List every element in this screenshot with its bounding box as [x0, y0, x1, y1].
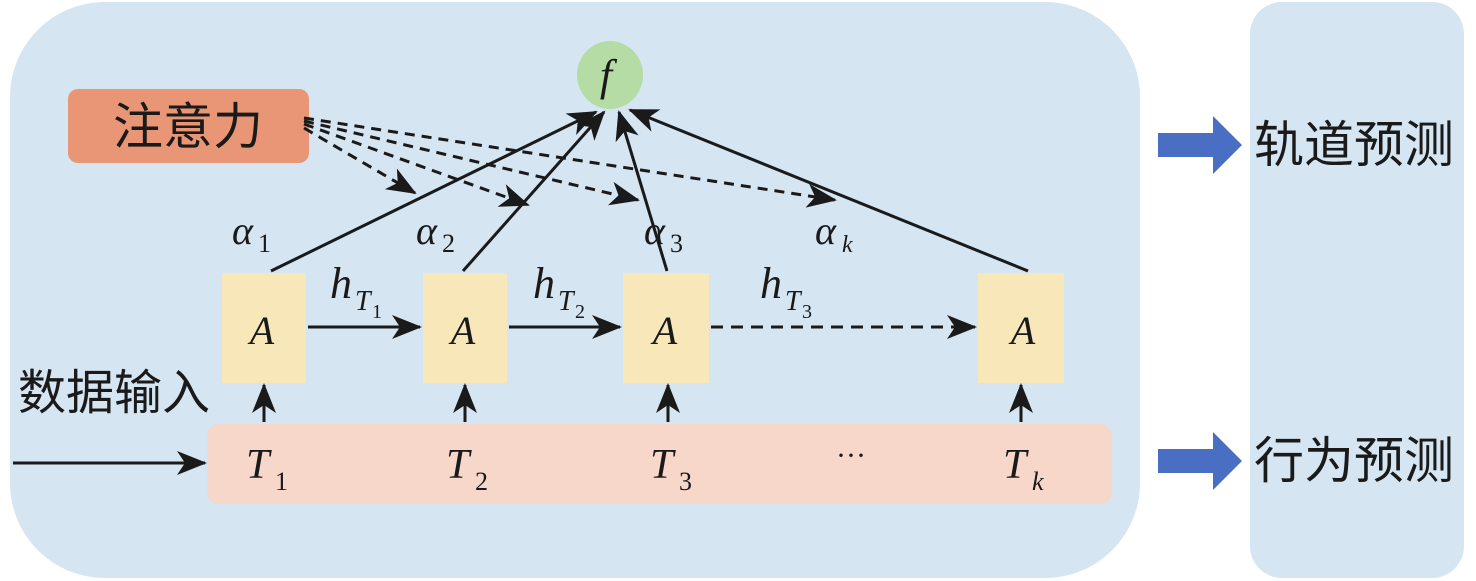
block-arrow-behavior — [1158, 432, 1242, 490]
output-behavior-label: 行为预测 — [1254, 432, 1454, 490]
input-index: 2 — [475, 467, 488, 496]
cell-to-f-arrow-2 — [461, 110, 606, 272]
block-arrow-trajectory — [1158, 116, 1242, 174]
weight-2: α 2 — [416, 208, 455, 258]
weight-letter: α — [644, 208, 666, 253]
h-sub-index: 3 — [802, 301, 812, 323]
output-trajectory-label: 轨道预测 — [1254, 116, 1454, 174]
input-k: T k — [1003, 442, 1044, 496]
cell-k: A — [978, 273, 1064, 383]
attention-arrow-2 — [303, 122, 530, 207]
h-sub-T: T — [785, 286, 803, 317]
weight-index: 3 — [670, 229, 683, 258]
weight-index: 2 — [442, 229, 455, 258]
cell-2-label: A — [448, 308, 476, 353]
h-sub-index: 2 — [575, 301, 585, 323]
hidden-state-2: h T 2 — [533, 259, 585, 323]
weight-index: k — [842, 232, 853, 258]
data-input-label: 数据输入 — [18, 365, 210, 421]
h-letter: h — [760, 259, 782, 308]
f-node: f — [577, 41, 643, 109]
h-sub-T: T — [558, 286, 576, 317]
output-panel — [1250, 2, 1464, 578]
attention-arrow-1 — [303, 126, 417, 195]
cell-1: A — [222, 273, 306, 383]
weight-3: α 3 — [644, 208, 683, 258]
weight-letter: α — [416, 208, 438, 253]
input-3: T 3 — [650, 442, 692, 496]
weight-k: α k — [815, 208, 853, 258]
input-index: 3 — [679, 467, 692, 496]
cell-3-label: A — [650, 308, 678, 353]
hidden-state-3: h T 3 — [760, 259, 812, 323]
cell-3: A — [623, 273, 709, 383]
input-2: T 2 — [446, 442, 488, 496]
h-letter: h — [533, 259, 555, 308]
attention-arrow-k — [303, 116, 837, 208]
cell-to-f-arrow-1 — [270, 110, 598, 273]
input-1: T 1 — [246, 442, 288, 496]
input-strip — [207, 424, 1112, 504]
h-sub-index: 1 — [372, 301, 382, 323]
h-letter: h — [330, 259, 352, 308]
ellipsis: ··· — [836, 439, 866, 472]
input-letter: T — [246, 442, 272, 488]
input-letter: T — [1003, 442, 1029, 488]
hidden-state-1: h T 1 — [330, 259, 382, 323]
attention-arrow-3 — [303, 119, 640, 206]
cell-k-label: A — [1008, 308, 1036, 353]
attention-box: 注意力 — [68, 89, 309, 163]
input-index: 1 — [275, 467, 288, 496]
h-sub-T: T — [355, 286, 373, 317]
weight-letter: α — [815, 208, 837, 253]
weight-index: 1 — [258, 229, 271, 258]
input-letter: T — [650, 442, 676, 488]
input-index: k — [1032, 467, 1044, 496]
cell-2: A — [423, 273, 507, 383]
input-letter: T — [446, 442, 472, 488]
weight-1: α 1 — [232, 208, 271, 258]
cell-to-f-arrow-3 — [615, 110, 669, 272]
cell-1-label: A — [247, 308, 275, 353]
attention-label: 注意力 — [113, 98, 263, 156]
weight-letter: α — [232, 208, 254, 253]
